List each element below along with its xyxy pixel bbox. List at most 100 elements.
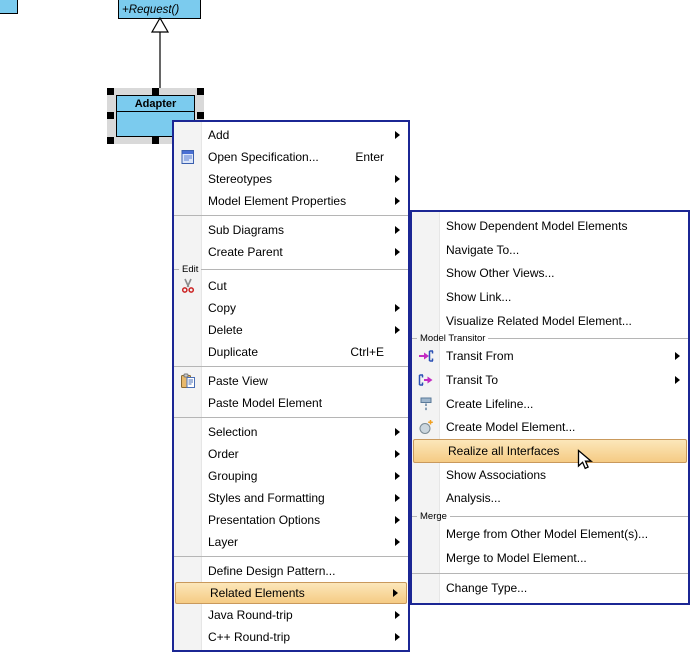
menu-item-label: Related Elements (210, 586, 305, 600)
menu-item-label: Cut (208, 279, 227, 293)
submenu-arrow-icon (395, 248, 400, 256)
context-menu-item-c-round-trip[interactable]: C++ Round-trip (174, 626, 408, 648)
submenu-arrow-icon (395, 611, 400, 619)
submenu-item-realize-all-interfaces[interactable]: Realize all Interfaces (413, 439, 687, 463)
realization-connector[interactable] (144, 17, 176, 90)
submenu-item-create-model-element[interactable]: Create Model Element... (412, 416, 688, 440)
context-menu-item-model-element-properties[interactable]: Model Element Properties (174, 190, 408, 212)
menu-item-label: Navigate To... (446, 242, 520, 257)
submenu-item-create-lifeline[interactable]: Create Lifeline... (412, 392, 688, 416)
context-menu-item-delete[interactable]: Delete (174, 319, 408, 341)
scissors-icon (174, 278, 202, 294)
selection-handle[interactable] (197, 88, 204, 95)
context-menu-item-selection[interactable]: Selection (174, 421, 408, 443)
submenu-item-merge-to-model-element[interactable]: Merge to Model Element... (412, 546, 688, 570)
submenu-arrow-icon (395, 175, 400, 183)
submenu-item-analysis[interactable]: Analysis... (412, 487, 688, 511)
menu-item-label: Create Lifeline... (446, 396, 534, 411)
submenu-item-transit-from[interactable]: Transit From (412, 344, 688, 368)
separator-label: Edit (182, 263, 199, 275)
selection-handle[interactable] (107, 137, 114, 144)
menu-item-label: Transit From (446, 349, 514, 364)
open-specification-icon (174, 149, 202, 165)
menu-item-label: Layer (208, 535, 239, 549)
lifeline-icon (412, 396, 440, 412)
submenu-item-show-other-views[interactable]: Show Other Views... (412, 261, 688, 285)
submenu-item-transit-to[interactable]: Transit To (412, 368, 688, 392)
context-menu-item-grouping[interactable]: Grouping (174, 465, 408, 487)
menu-item-label: Create Parent (208, 245, 283, 259)
realization-triangle-icon (150, 17, 170, 33)
menu-item-label: Merge from Other Model Element(s)... (446, 527, 649, 542)
separator-line (488, 337, 688, 339)
menu-item-label: Realize all Interfaces (448, 444, 560, 459)
submenu-item-merge-from-other-model-element-s[interactable]: Merge from Other Model Element(s)... (412, 522, 688, 546)
transit-from-icon (412, 348, 440, 364)
selection-handle[interactable] (197, 112, 204, 119)
submenu-arrow-icon (395, 494, 400, 502)
context-menu-item-paste-model-element[interactable]: Paste Model Element (174, 392, 408, 414)
submenu-arrow-icon (395, 538, 400, 546)
context-menu-item-java-round-trip[interactable]: Java Round-trip (174, 604, 408, 626)
menu-item-label: Show Dependent Model Elements (446, 218, 628, 233)
submenu-item-show-associations[interactable]: Show Associations (412, 463, 688, 487)
submenu-arrow-icon (395, 516, 400, 524)
menu-item-label: Add (208, 128, 230, 142)
context-menu-item-create-parent[interactable]: Create Parent (174, 241, 408, 263)
context-menu-item-presentation-options[interactable]: Presentation Options (174, 509, 408, 531)
submenu-item-visualize-related-model-element[interactable]: Visualize Related Model Element... (412, 309, 688, 333)
submenu-arrow-icon (395, 226, 400, 234)
menu-item-shortcut: Enter (355, 150, 384, 164)
context-menu-item-sub-diagrams[interactable]: Sub Diagrams (174, 219, 408, 241)
context-menu-item-open-specification[interactable]: Open Specification...Enter (174, 146, 408, 168)
selection-handle[interactable] (152, 137, 159, 144)
separator-line (174, 556, 408, 557)
selection-handle[interactable] (107, 112, 114, 119)
menu-item-label: Paste Model Element (208, 396, 323, 410)
submenu-item-change-type[interactable]: Change Type... (412, 577, 688, 601)
submenu-arrow-icon (675, 352, 680, 361)
context-menu-separator (174, 212, 408, 219)
menu-item-label: C++ Round-trip (208, 630, 291, 644)
separator-line (449, 515, 688, 517)
create-model-element-icon (412, 419, 440, 435)
separator-line (412, 572, 688, 574)
context-menu-item-paste-view[interactable]: Paste View (174, 370, 408, 392)
menu-item-label: Merge to Model Element... (446, 550, 587, 565)
menu-item-label: Visualize Related Model Element... (446, 313, 632, 328)
partial-class-shape[interactable] (0, 0, 18, 14)
submenu-separator (412, 570, 688, 577)
submenu-item-show-link[interactable]: Show Link... (412, 285, 688, 309)
adapter-class-name: Adapter (117, 96, 194, 112)
separator-line (174, 417, 408, 418)
menu-item-label: Show Link... (446, 289, 512, 304)
context-menu-item-cut[interactable]: Cut (174, 275, 408, 297)
selection-handle[interactable] (107, 88, 114, 95)
context-menu-item-stereotypes[interactable]: Stereotypes (174, 168, 408, 190)
submenu-arrow-icon (395, 428, 400, 436)
context-menu-item-define-design-pattern[interactable]: Define Design Pattern... (174, 560, 408, 582)
context-menu-item-copy[interactable]: Copy (174, 297, 408, 319)
selection-handle[interactable] (152, 88, 159, 95)
submenu-arrow-icon (395, 304, 400, 312)
menu-item-label: Show Associations (446, 467, 547, 482)
submenu-separator-merge: Merge (412, 510, 688, 522)
separator-line (174, 366, 408, 367)
context-menu-item-layer[interactable]: Layer (174, 531, 408, 553)
context-menu-separator (174, 414, 408, 421)
submenu-item-show-dependent-model-elements[interactable]: Show Dependent Model Elements (412, 214, 688, 238)
context-menu-separator-edit: Edit (174, 263, 408, 275)
menu-item-label: Create Model Element... (446, 420, 576, 435)
submenu-item-navigate-to[interactable]: Navigate To... (412, 238, 688, 262)
menu-item-label: Model Element Properties (208, 194, 347, 208)
menu-item-label: Delete (208, 323, 243, 337)
context-menu-item-related-elements[interactable]: Related Elements (175, 582, 407, 604)
context-menu-item-add[interactable]: Add (174, 124, 408, 146)
context-menu-item-styles-and-formatting[interactable]: Styles and Formatting (174, 487, 408, 509)
submenu-separator-model-transitor: Model Transitor (412, 332, 688, 344)
context-menu-item-order[interactable]: Order (174, 443, 408, 465)
